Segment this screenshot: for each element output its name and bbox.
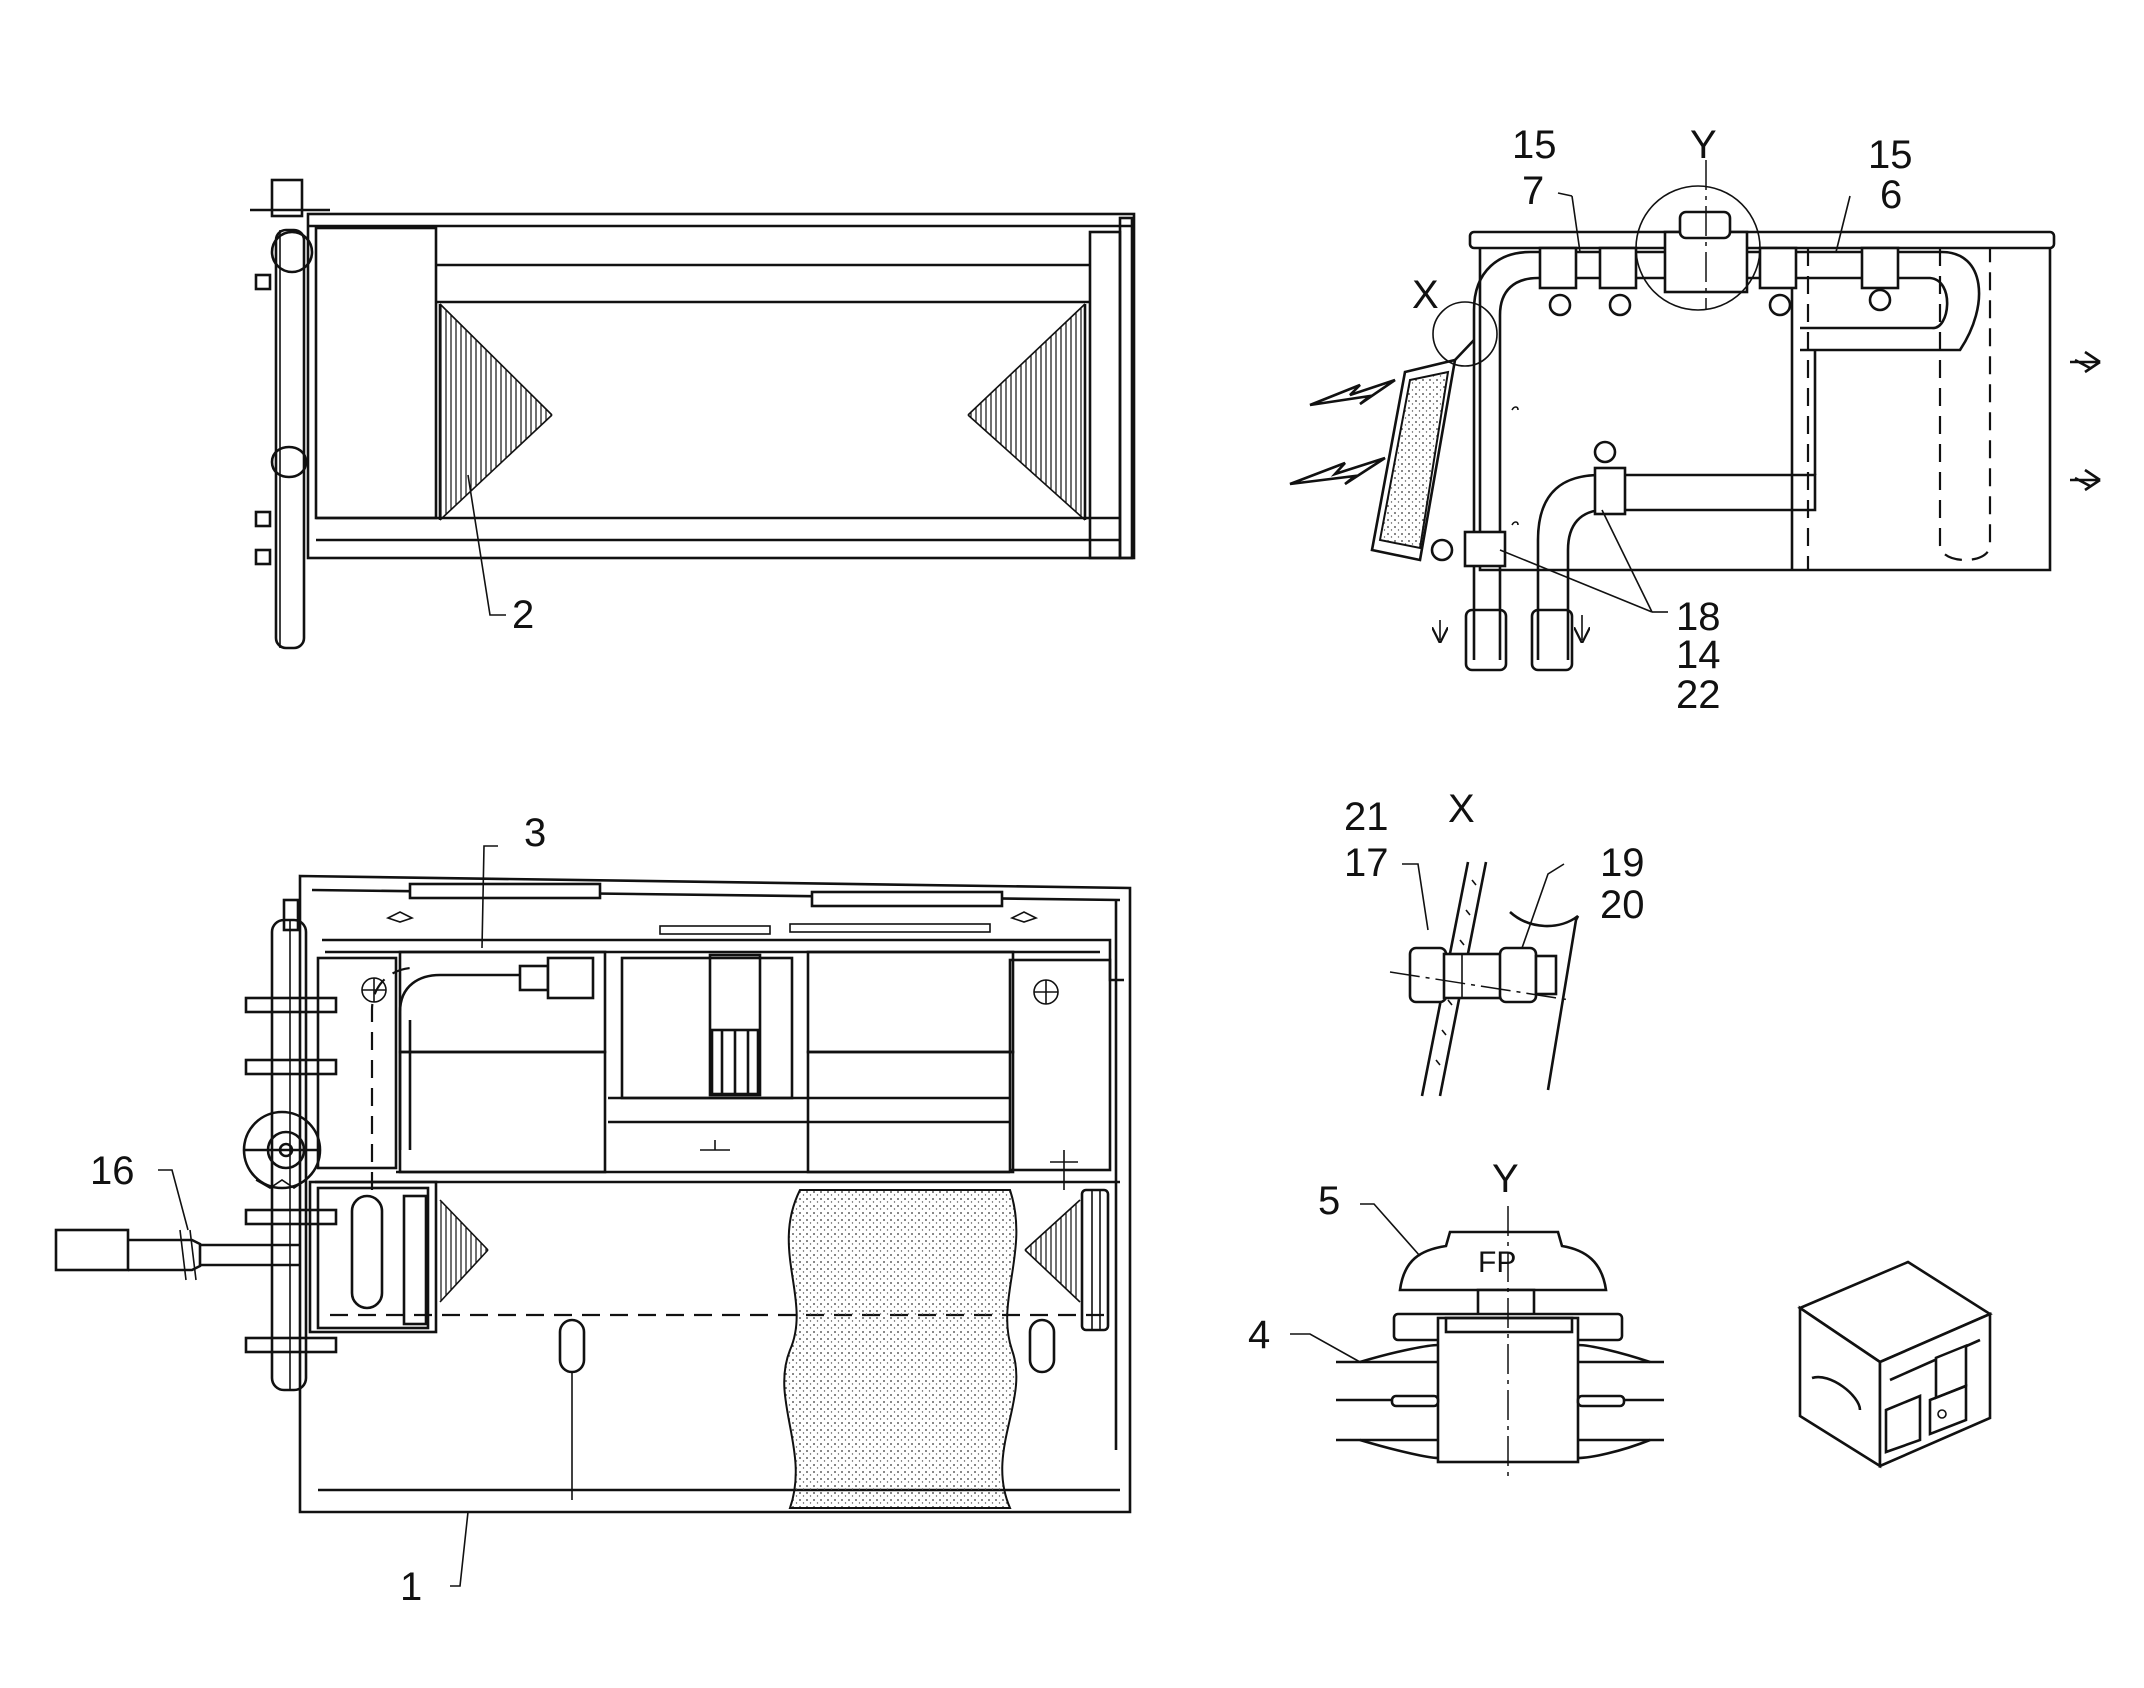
heater-unit-view <box>54 845 1132 1587</box>
callout-20: 20 <box>1600 883 1645 927</box>
callout-6: 6 <box>1880 173 1902 217</box>
detail-mark-y: Y <box>1690 123 1717 167</box>
detail-x-bolt <box>1389 861 1580 1097</box>
detail-title-x: X <box>1448 787 1475 831</box>
detail-title-y: Y <box>1492 1157 1519 1201</box>
callout-18: 18 <box>1676 595 1721 639</box>
detail-y-cap <box>1290 1203 1664 1480</box>
callout-2: 2 <box>512 593 534 637</box>
callout-16: 16 <box>90 1149 135 1193</box>
callout-19: 19 <box>1600 841 1645 885</box>
callout-3: 3 <box>524 811 546 855</box>
exchanger-side-view <box>250 178 1136 650</box>
callout-17: 17 <box>1344 841 1389 885</box>
exchanger-top-view <box>1289 160 2101 672</box>
callout-1: 1 <box>400 1565 422 1609</box>
callout-21: 21 <box>1344 795 1389 839</box>
callout-14: 14 <box>1676 633 1721 677</box>
callout-4: 4 <box>1248 1313 1270 1357</box>
callout-22: 22 <box>1676 673 1721 717</box>
callout-15-right: 15 <box>1868 133 1913 177</box>
detail-mark-x: X <box>1412 273 1439 317</box>
callout-15-left: 15 <box>1512 123 1557 167</box>
connector-isometric <box>1797 1260 1993 1469</box>
callout-5: 5 <box>1318 1179 1340 1223</box>
callout-7: 7 <box>1522 169 1544 213</box>
cap-marking: FP <box>1478 1246 1516 1279</box>
